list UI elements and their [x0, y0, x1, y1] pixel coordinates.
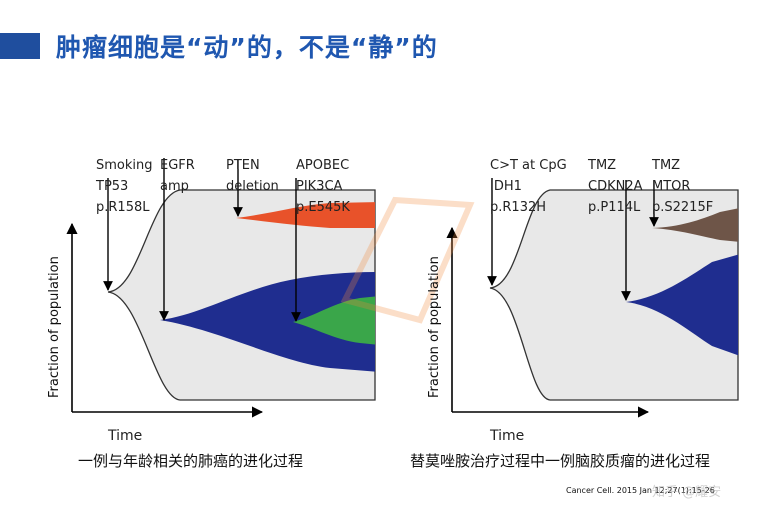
source-citation: Cancer Cell. 2015 Jan 12;27(1):15-26 [566, 486, 715, 495]
slide-title: 肿瘤细胞是“动”的，不是“静”的 [56, 33, 438, 62]
right-clone-blue [626, 254, 738, 356]
left-clone-orange [236, 202, 375, 228]
left-caption: 一例与年龄相关的肺癌的进化过程 [78, 452, 304, 470]
right-clone-brown [652, 208, 738, 242]
left-panel-plot [66, 158, 376, 418]
zhihu-watermark: 知乎 @耀安 [652, 485, 722, 500]
right-caption: 替莫唑胺治疗过程中一例脑胶质瘤的进化过程 [410, 452, 711, 470]
right-y-axis-label: Fraction of population [427, 256, 442, 398]
right-x-axis-label: Time [490, 428, 525, 444]
left-x-axis-label: Time [108, 428, 143, 444]
watermark-stamp [340, 196, 475, 324]
left-clone-blue [160, 272, 375, 372]
right-panel-plot [446, 178, 739, 418]
left-clone-green [293, 296, 375, 345]
title-accent-bar [0, 33, 40, 59]
left-y-axis-label: Fraction of population [47, 256, 62, 398]
